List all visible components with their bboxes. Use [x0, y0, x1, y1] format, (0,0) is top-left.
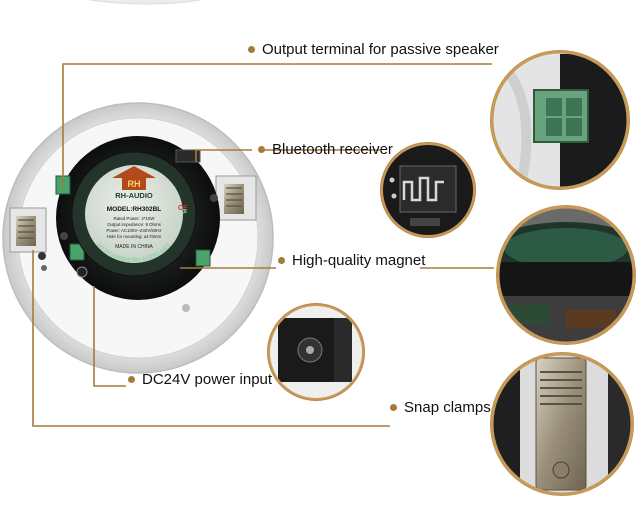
label-brand: RH-AUDIO [115, 191, 153, 200]
label-spec-line: Rated Power: 2*10W [114, 216, 156, 221]
label-spec-line: Hole for mounting: ø170mm [107, 234, 162, 239]
callout-magnet-text: High-quality magnet [292, 252, 426, 269]
callout-clamps: Snap clamps [390, 399, 491, 416]
clamp-left [9, 207, 47, 253]
svg-text:RH: RH [128, 179, 141, 189]
label-spec-line: Output impedance: 8 Ohms [107, 222, 161, 227]
detail-power-input [267, 303, 365, 401]
svg-text:CE: CE [178, 205, 188, 212]
bullet-dot-icon [390, 404, 397, 411]
detail-magnet [496, 205, 636, 345]
callout-output-terminal: Output terminal for passive speaker [248, 41, 499, 58]
label-arc-text: BLUETOOTH ACTIVE CEILING SPEAKER [0, 0, 187, 214]
detail-output-terminal [490, 50, 630, 190]
bullet-dot-icon [258, 146, 265, 153]
label-made-in: MADE IN CHINA [115, 244, 153, 250]
leader-bluetooth [195, 149, 252, 162]
label-model: MODEL:RH302BL [107, 206, 162, 213]
bullet-dot-icon [278, 257, 285, 264]
bullet-dot-icon [248, 46, 255, 53]
label-spec-line: Power: AC100V~240V/50Hz [106, 228, 161, 233]
leader-power [93, 286, 126, 387]
callout-output-terminal-text: Output terminal for passive speaker [262, 41, 499, 58]
leader-clamps [32, 250, 390, 427]
brand-logo: RH [112, 166, 156, 190]
callout-clamps-text: Snap clamps [404, 399, 491, 416]
bullet-dot-icon [128, 376, 135, 383]
callout-power-text: DC24V power input [142, 371, 273, 388]
ceiling-speaker: RH CE [2, 102, 274, 374]
clamp-right [215, 175, 257, 221]
callout-magnet: High-quality magnet [278, 252, 425, 269]
callout-bluetooth: Bluetooth receiver [258, 141, 393, 158]
callout-bluetooth-text: Bluetooth receiver [272, 141, 393, 158]
leader-lines [32, 63, 494, 427]
detail-bluetooth [380, 142, 476, 238]
leader-output-terminal [62, 63, 492, 188]
callout-power: DC24V power input [128, 371, 272, 388]
